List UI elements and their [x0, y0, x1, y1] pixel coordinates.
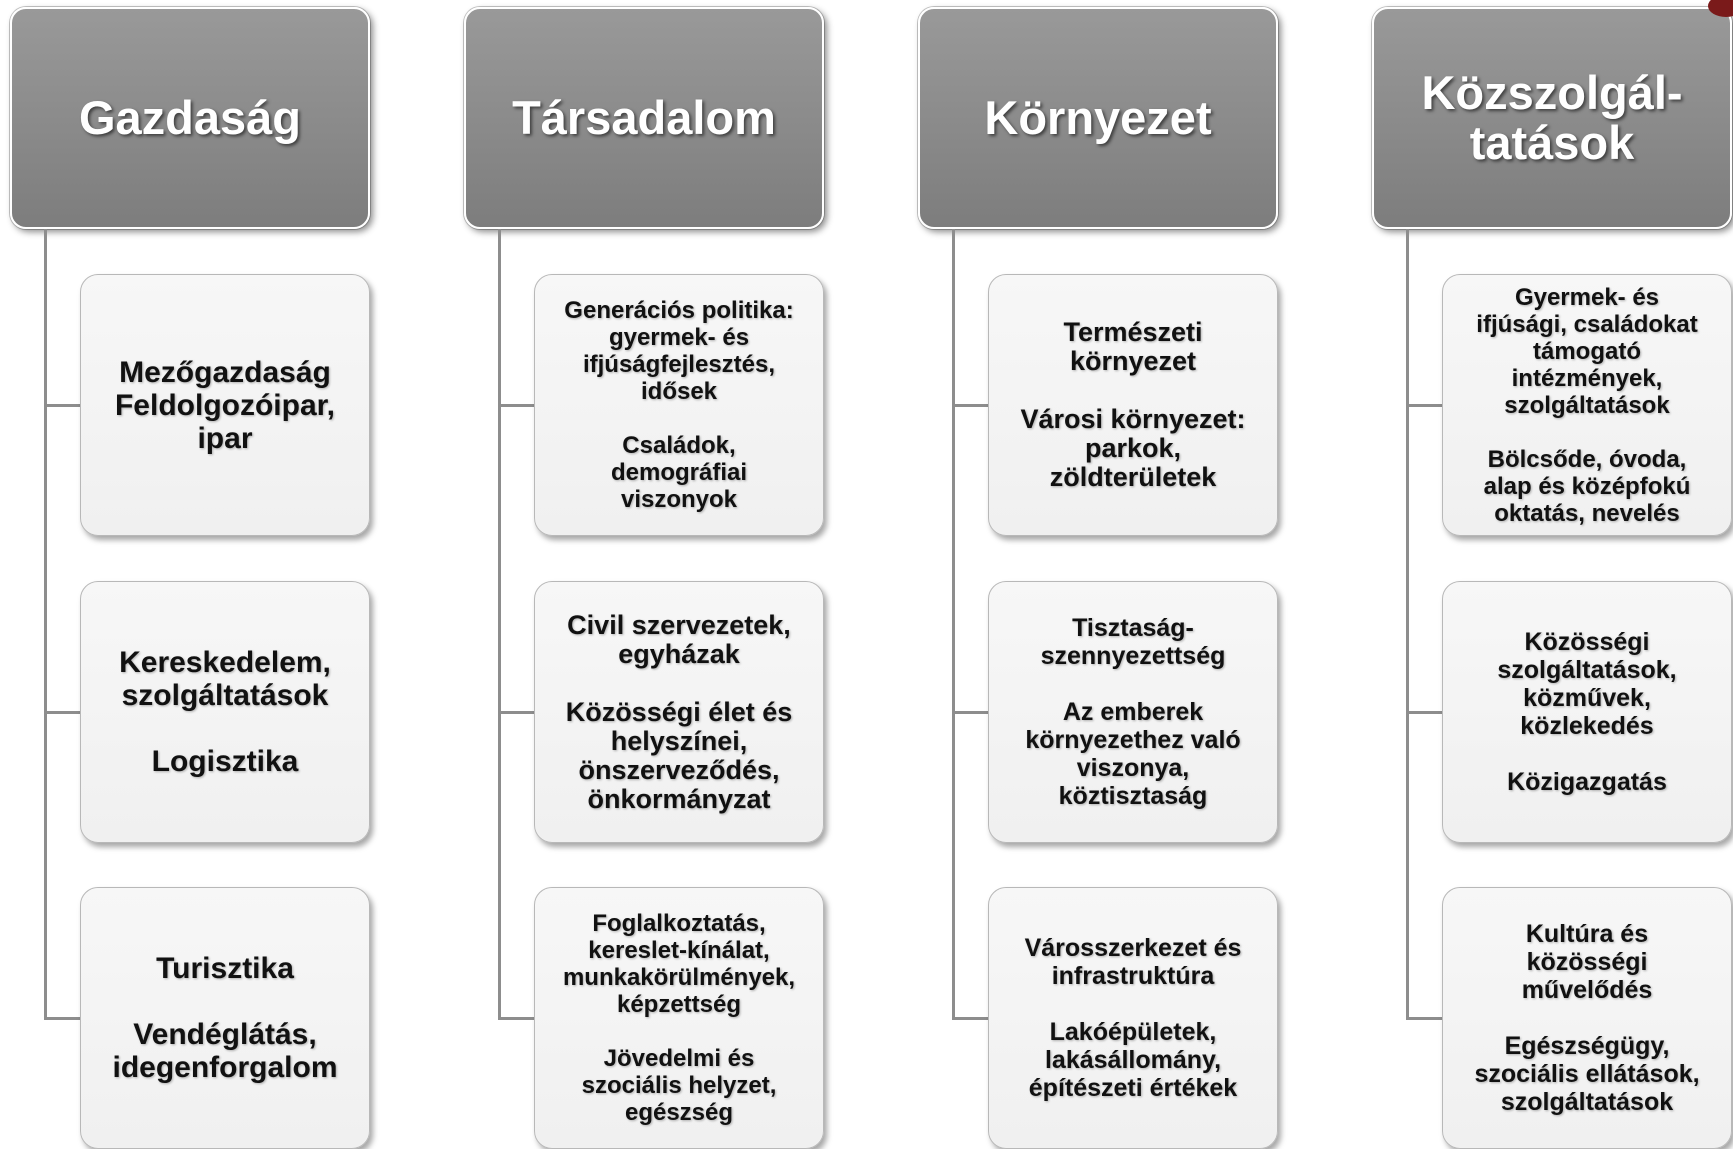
branch-line [1406, 711, 1442, 714]
topic-box: Foglalkoztatás, kereslet-kínálat, munkak… [534, 887, 824, 1149]
branch-line [44, 711, 80, 714]
topic-box: Civil szervezetek, egyházak Közösségi él… [534, 581, 824, 843]
branch-line [498, 1017, 534, 1020]
branch-line [1406, 1017, 1442, 1020]
topic-box: Kultúra és közösségi művelődés Egészségü… [1442, 887, 1732, 1149]
column-header-gazdasag: Gazdaság [10, 7, 370, 229]
branch-line [44, 404, 80, 407]
column-header-tarsadalom: Társadalom [464, 7, 824, 229]
topic-box: Mezőgazdaság Feldolgozóipar, ipar [80, 274, 370, 536]
branch-line [44, 1017, 80, 1020]
topic-text: Kereskedelem, szolgáltatások Logisztika [119, 646, 331, 778]
topic-text: Civil szervezetek, egyházak Közösségi él… [565, 609, 793, 814]
topic-box: Városszerkezet és infrastruktúra Lakóépü… [988, 887, 1278, 1149]
topic-text: Közösségi szolgáltatások, közművek, közl… [1497, 628, 1677, 796]
column-tarsadalom: Társadalom Generációs politika: gyermek-… [454, 0, 854, 1149]
topic-box: Generációs politika: gyermek- és ifjúság… [534, 274, 824, 536]
column-kozszolgaltatasok: Közszolgál- tatások Gyermek- és ifjúsági… [1362, 0, 1733, 1149]
column-gazdasag: Gazdaság Mezőgazdaság Feldolgozóipar, ip… [0, 0, 400, 1149]
column-header-kozszolgaltatasok: Közszolgál- tatások [1372, 0, 1733, 229]
topic-text: Városszerkezet és infrastruktúra Lakóépü… [1024, 934, 1242, 1102]
column-title: Közszolgál- tatások [1421, 66, 1683, 169]
column-header-kornyezet: Környezet [918, 7, 1278, 229]
column-title: Társadalom [512, 91, 776, 144]
topic-box: Gyermek- és ifjúsági, családokat támogat… [1442, 274, 1732, 536]
topic-box: Kereskedelem, szolgáltatások Logisztika [80, 581, 370, 843]
topic-box: Turisztika Vendéglátás, idegenforgalom [80, 887, 370, 1149]
branch-line [952, 404, 988, 407]
topic-text: Generációs politika: gyermek- és ifjúság… [564, 297, 794, 513]
topic-text: Foglalkoztatás, kereslet-kínálat, munkak… [562, 910, 796, 1126]
branch-line [498, 404, 534, 407]
column-kornyezet: Környezet Természeti környezet Városi kö… [908, 0, 1308, 1149]
tree-connector [44, 229, 47, 1017]
topic-text: Turisztika Vendéglátás, idegenforgalom [112, 952, 338, 1084]
branch-line [498, 711, 534, 714]
branch-line [952, 711, 988, 714]
column-title: Környezet [984, 91, 1212, 144]
topic-text: Mezőgazdaság Feldolgozóipar, ipar [114, 355, 335, 455]
tree-connector [1406, 229, 1409, 1017]
column-title: Gazdaság [78, 91, 302, 144]
branch-line [952, 1017, 988, 1020]
topic-box: Tisztaság- szennyezettség Az emberek kör… [988, 581, 1278, 843]
topic-text: Természeti környezet Városi környezet: p… [1020, 317, 1246, 492]
tree-connector [498, 229, 501, 1017]
corner-mark [1708, 0, 1733, 17]
topic-text: Tisztaság- szennyezettség Az emberek kör… [1025, 614, 1241, 810]
tree-connector [952, 229, 955, 1017]
topic-box: Közösségi szolgáltatások, közművek, közl… [1442, 581, 1732, 843]
topic-text: Kultúra és közösségi művelődés Egészségü… [1474, 920, 1700, 1116]
topic-box: Természeti környezet Városi környezet: p… [988, 274, 1278, 536]
topic-text: Gyermek- és ifjúsági, családokat támogat… [1476, 283, 1698, 527]
branch-line [1406, 404, 1442, 407]
